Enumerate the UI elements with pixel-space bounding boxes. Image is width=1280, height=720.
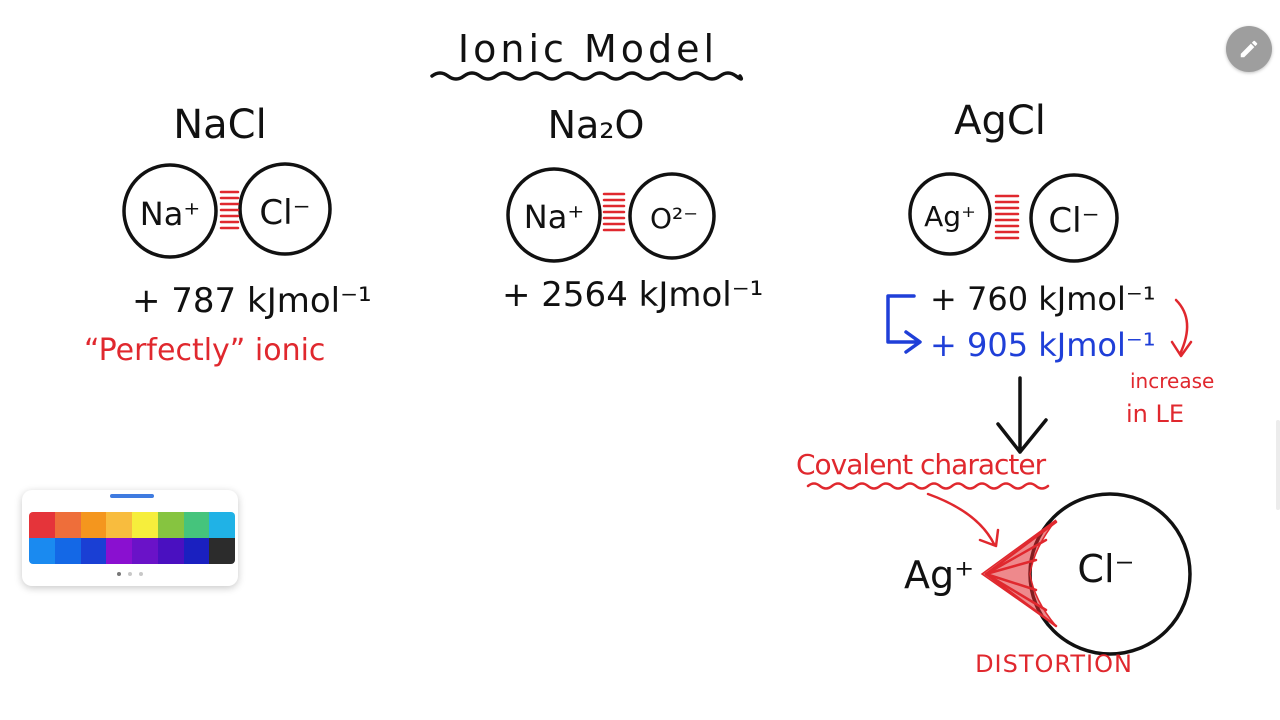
nacl-cation-circle [122, 163, 218, 259]
color-swatch[interactable] [29, 538, 55, 564]
nacl-note: “Perfectly” ionic [84, 333, 325, 368]
palette-page-dot[interactable] [128, 572, 132, 576]
distortion-hatch [984, 520, 1058, 628]
color-swatch[interactable] [183, 512, 210, 538]
color-swatch[interactable] [183, 538, 210, 564]
increase-note-line1: increase [1130, 369, 1214, 393]
agcl-energy-theoretical: + 760 kJmol⁻¹ [930, 280, 1156, 318]
palette-page-dot[interactable] [117, 572, 121, 576]
nacl-anion-circle [238, 162, 332, 256]
agcl-anion-label: Cl⁻ [1048, 201, 1099, 241]
na2o-bond-lines [602, 192, 626, 232]
blue-bracket-arrow [886, 294, 922, 354]
agcl-cation-circle [908, 172, 992, 256]
title-underline [430, 71, 744, 81]
pencil-icon [1240, 40, 1258, 58]
agcl-formula: AgCl [954, 98, 1046, 144]
color-swatch[interactable] [54, 512, 81, 538]
na2o-cation-circle [506, 167, 602, 263]
agcl-energy-experimental: + 905 kJmol⁻¹ [930, 326, 1156, 364]
palette-page-dot[interactable] [139, 572, 143, 576]
distortion-label: DISTORTION [975, 650, 1133, 678]
increase-note-line2: in LE [1126, 400, 1184, 428]
big-cation-label: Ag⁺ [904, 553, 974, 597]
page-title: Ionic Model [458, 27, 718, 71]
covalent-underline [806, 482, 1050, 490]
na2o-anion-label: O²⁻ [650, 202, 698, 235]
big-anion-label: Cl⁻ [1077, 547, 1134, 591]
down-arrow [996, 376, 1048, 454]
nacl-cation-label: Na⁺ [140, 195, 200, 233]
covalent-arrow [926, 492, 1000, 548]
color-swatch[interactable] [80, 538, 107, 564]
color-swatch[interactable] [132, 538, 158, 564]
color-swatch[interactable] [106, 538, 132, 564]
na2o-formula: Na₂O [548, 103, 645, 147]
palette-drag-handle[interactable] [110, 494, 154, 498]
pen-tool-button[interactable] [1226, 26, 1272, 72]
color-palette-panel [22, 490, 238, 586]
scroll-edge-indicator[interactable] [1276, 420, 1280, 510]
color-swatch[interactable] [157, 512, 184, 538]
color-swatch[interactable] [80, 512, 107, 538]
covalent-character-label: Covalent character [796, 448, 1047, 481]
agcl-cation-label: Ag⁺ [924, 200, 976, 233]
na2o-energy: + 2564 kJmol⁻¹ [502, 275, 763, 315]
color-swatches [29, 512, 235, 564]
color-swatch[interactable] [29, 512, 55, 538]
agcl-bond-lines [994, 194, 1020, 240]
color-swatch[interactable] [106, 512, 132, 538]
na2o-cation-label: Na⁺ [524, 198, 584, 236]
color-swatch[interactable] [132, 512, 158, 538]
palette-page-indicator [22, 572, 238, 576]
color-swatch[interactable] [209, 512, 235, 538]
nacl-bond-lines [219, 190, 240, 230]
color-swatch[interactable] [157, 538, 184, 564]
increase-arrow [1170, 298, 1193, 358]
nacl-anion-label: Cl⁻ [259, 193, 310, 233]
color-swatch[interactable] [54, 538, 81, 564]
nacl-energy: + 787 kJmol⁻¹ [132, 281, 372, 321]
agcl-anion-circle [1029, 173, 1119, 263]
nacl-formula: NaCl [173, 102, 266, 148]
na2o-anion-circle [628, 172, 716, 260]
distortion-shading [980, 519, 1057, 627]
color-swatch[interactable] [209, 538, 235, 564]
